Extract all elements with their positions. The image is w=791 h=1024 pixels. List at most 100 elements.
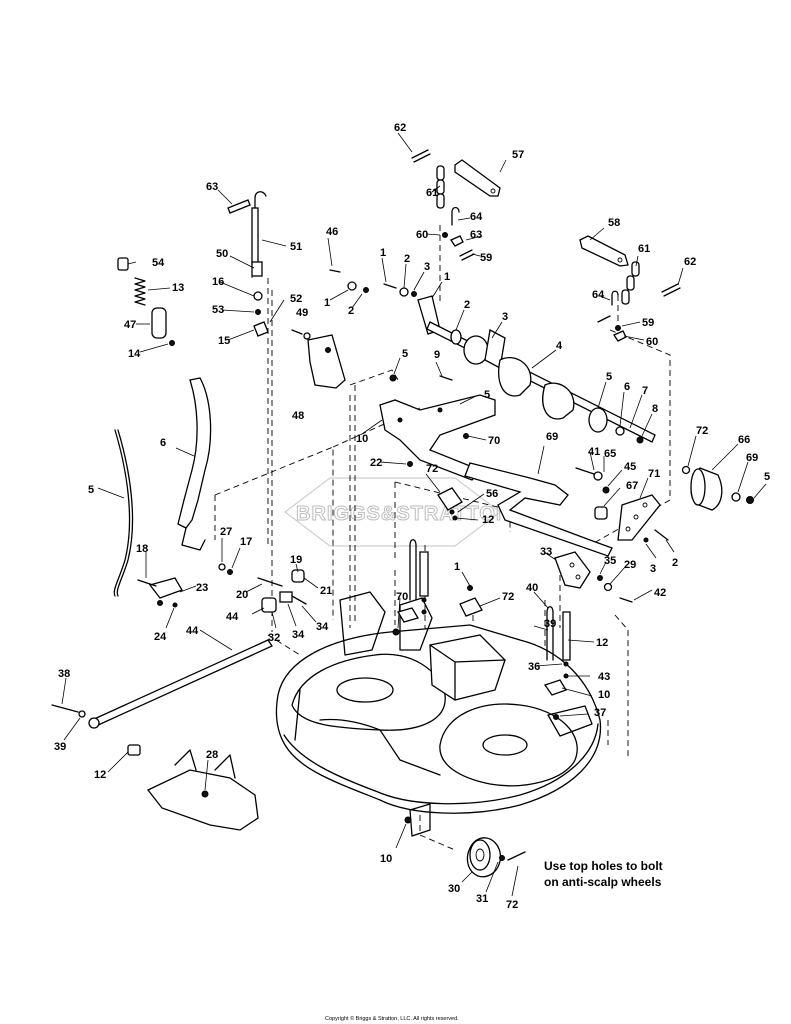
watermark-logo: BRIGGS&STRATTON xyxy=(284,477,511,547)
part-72-nut-lower xyxy=(404,816,412,824)
callout-46: 46 xyxy=(326,226,338,238)
callout-72: 72 xyxy=(502,591,514,603)
callout-50: 50 xyxy=(216,248,228,260)
copyright-text: Copyright © Briggs & Stratton, LLC. All … xyxy=(325,1015,459,1022)
callout-62: 62 xyxy=(394,122,406,134)
callout-63: 63 xyxy=(470,229,482,241)
callout-5: 5 xyxy=(88,484,94,496)
callout-34: 34 xyxy=(316,621,329,633)
callout-31: 31 xyxy=(476,893,488,905)
callout-59: 59 xyxy=(480,252,492,264)
callout-40: 40 xyxy=(526,582,538,594)
callout-14: 14 xyxy=(128,348,141,360)
part-hanger-left xyxy=(392,539,429,636)
part-17-lever xyxy=(177,377,212,551)
callout-57: 57 xyxy=(512,149,524,161)
part-62-pin-right xyxy=(661,283,681,297)
part-16-spring xyxy=(134,277,146,306)
part-67-71-72-66 xyxy=(575,467,610,520)
callout-10: 10 xyxy=(380,853,392,865)
callout-64: 64 xyxy=(470,211,483,223)
mower-deck xyxy=(275,591,602,837)
assembly-note: Use top holes to bolt on anti-scalp whee… xyxy=(544,859,663,889)
note-line-2: on anti-scalp wheels xyxy=(544,875,662,889)
part-64-hook-right xyxy=(611,290,619,306)
part-69-plate xyxy=(617,494,669,543)
callout-72: 72 xyxy=(506,899,518,911)
part-64-hook xyxy=(451,206,460,226)
callout-15: 15 xyxy=(218,335,230,347)
callout-32: 32 xyxy=(268,632,280,644)
callout-66: 66 xyxy=(738,434,750,446)
callout-70: 70 xyxy=(396,591,408,603)
callout-19: 19 xyxy=(290,554,302,566)
callout-18: 18 xyxy=(136,543,148,555)
callout-53: 53 xyxy=(212,304,224,316)
callout-10: 10 xyxy=(356,433,368,445)
part-41-bracket xyxy=(437,487,463,521)
part-60-63-nut-bolt xyxy=(442,232,464,247)
part-61-chain-left xyxy=(436,165,445,209)
part-20-bracket xyxy=(148,577,183,608)
callout-3: 3 xyxy=(502,311,508,323)
callout-3: 3 xyxy=(650,563,656,575)
note-line-1: Use top holes to bolt xyxy=(544,859,663,873)
callout-21: 21 xyxy=(320,585,332,597)
callout-12: 12 xyxy=(596,637,608,649)
callout-72: 72 xyxy=(696,425,708,437)
callout-17: 17 xyxy=(240,536,252,548)
callout-65: 65 xyxy=(604,448,616,460)
part-58-bracket xyxy=(579,235,629,267)
callout-27: 27 xyxy=(220,526,232,538)
part-22-69-axle-bracket xyxy=(379,394,496,481)
callout-2: 2 xyxy=(464,299,470,311)
part-59-60-63-right xyxy=(597,315,627,342)
callout-10: 10 xyxy=(598,689,610,701)
callout-56: 56 xyxy=(486,488,498,500)
part-19-bolt xyxy=(137,579,157,587)
part-30-spacer xyxy=(127,744,141,756)
callout-2: 2 xyxy=(348,305,354,317)
part-31-front-bracket xyxy=(146,749,259,831)
callout-30: 30 xyxy=(448,883,460,895)
callout-16: 16 xyxy=(212,276,224,288)
callout-5: 5 xyxy=(606,371,612,383)
callout-62: 62 xyxy=(684,256,696,268)
callout-36: 36 xyxy=(528,661,540,673)
callout-23: 23 xyxy=(196,582,208,594)
callout-47: 47 xyxy=(124,319,136,331)
watermark-text: BRIGGS&STRATTON xyxy=(296,503,511,525)
part-48-bracket xyxy=(307,334,346,389)
part-10-nut xyxy=(389,374,397,382)
callout-13: 13 xyxy=(172,282,184,294)
callout-22: 22 xyxy=(370,457,382,469)
callout-59: 59 xyxy=(642,317,654,329)
callout-2: 2 xyxy=(672,557,678,569)
callout-33: 33 xyxy=(540,546,552,558)
part-56-lift-arm xyxy=(464,462,613,557)
part-50-lift-rod xyxy=(251,191,267,265)
part-1-2-bolt-washer-left xyxy=(291,329,311,340)
callout-29: 29 xyxy=(624,559,636,571)
callout-61: 61 xyxy=(638,243,650,255)
part-43-hanger-right xyxy=(543,606,571,696)
part-12-nut-upper xyxy=(407,461,413,467)
callout-70: 70 xyxy=(488,435,500,447)
callout-6: 6 xyxy=(624,381,630,393)
part-51-grip xyxy=(227,199,251,214)
callout-71: 71 xyxy=(648,468,660,480)
callout-6: 6 xyxy=(160,437,166,449)
part-23-24 xyxy=(218,563,233,575)
callout-60: 60 xyxy=(646,336,658,348)
callout-1: 1 xyxy=(380,247,386,259)
callout-28: 28 xyxy=(206,749,218,761)
callout-20: 20 xyxy=(236,589,248,601)
part-18-wire xyxy=(113,429,134,597)
callout-69: 69 xyxy=(746,452,758,464)
part-14-sleeve xyxy=(151,307,167,339)
callout-43: 43 xyxy=(598,671,610,683)
callout-39: 39 xyxy=(54,741,66,753)
callout-41: 41 xyxy=(588,446,600,458)
